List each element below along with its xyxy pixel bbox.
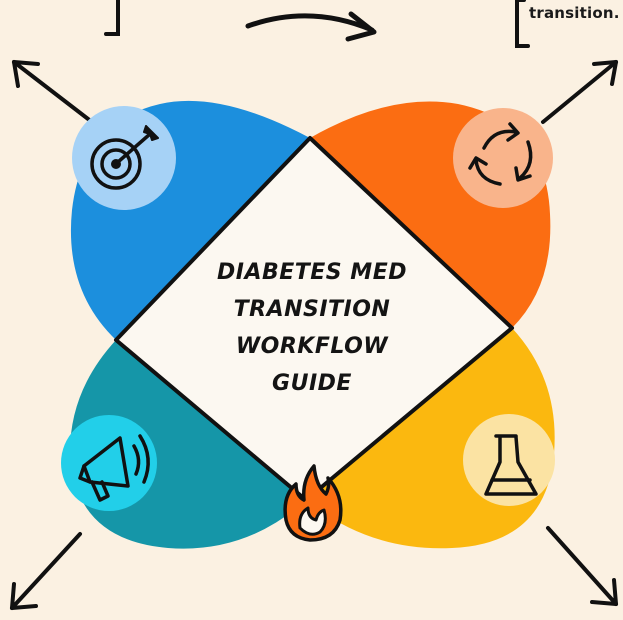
diagram-title: Diabetes Med Transition Workflow Guide xyxy=(181,254,443,402)
arrow-top-right xyxy=(541,60,618,124)
arrow-bottom-left xyxy=(10,532,82,610)
recycle-icon xyxy=(453,108,553,208)
title-line-3: Workflow xyxy=(235,334,389,359)
title-line-1: Diabetes Med xyxy=(217,260,407,285)
fire-icon xyxy=(283,464,343,542)
title-line-2: Transition xyxy=(233,297,391,322)
top-arrow xyxy=(245,11,377,42)
title-line-4: Guide xyxy=(272,371,352,396)
target-icon xyxy=(72,106,176,210)
beaker-icon xyxy=(463,414,555,506)
arrow-top-left xyxy=(12,60,94,124)
arrow-bottom-right xyxy=(546,526,618,606)
megaphone-icon xyxy=(61,415,157,511)
top-left-bracket xyxy=(104,0,120,36)
top-right-note: transition. xyxy=(529,4,620,22)
top-right-bracket xyxy=(515,0,530,48)
